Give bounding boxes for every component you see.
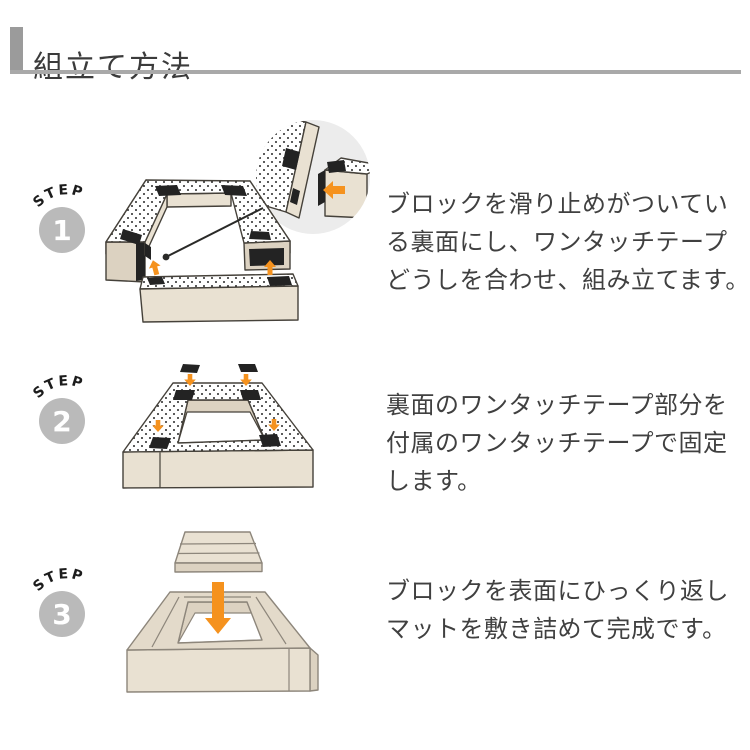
step-number: 3 xyxy=(52,598,71,631)
block-frame xyxy=(105,179,291,283)
header-underline xyxy=(10,70,741,74)
arrow-up-icon xyxy=(148,260,161,276)
step-number: 1 xyxy=(52,214,71,247)
step-number: 2 xyxy=(52,405,71,438)
arrow-left-icon xyxy=(323,181,345,199)
mat xyxy=(174,531,263,573)
loose-tape-pieces xyxy=(180,364,258,373)
step-2-illustration xyxy=(122,364,314,489)
page-title: 組立て方法 xyxy=(33,51,193,85)
step-label: STEP xyxy=(30,182,86,211)
front-block xyxy=(139,273,299,323)
step-number-circle xyxy=(39,398,85,444)
step-1-badge: STEP 1 xyxy=(24,176,102,256)
header-accent-bar xyxy=(10,27,23,74)
arrow-up-icon xyxy=(264,260,276,275)
step-1-illustration xyxy=(105,120,370,323)
step-3-illustration xyxy=(126,531,319,693)
arrow-down-icon xyxy=(152,420,164,432)
step-2-badge: STEP 2 xyxy=(24,367,102,447)
step-label: STEP xyxy=(30,373,86,402)
step-1-description: ブロックを滑り止めがついてい る裏面にし、ワンタッチテープ どうしを合わせ、組み… xyxy=(386,191,750,294)
arrow-down-icon xyxy=(205,582,231,634)
step-2-description: 裏面のワンタッチテープ部分を 付属のワンタッチテープで固定 します。 xyxy=(386,392,728,495)
step-label: STEP xyxy=(30,566,86,595)
step-number-circle xyxy=(39,207,85,253)
step-3-description: ブロックを表面にひっくり返し マットを敷き詰めて完成です。 xyxy=(386,578,729,643)
callout-leader-line xyxy=(165,207,264,258)
callout-leader-dot xyxy=(162,253,170,261)
arrow-down-icon xyxy=(268,419,280,431)
step-3-badge: STEP 3 xyxy=(24,560,102,640)
arrow-down-icon xyxy=(184,374,196,386)
flipped-frame-front-side xyxy=(126,591,319,693)
assembled-frame-back-side xyxy=(122,382,314,489)
step-number-circle xyxy=(39,591,85,637)
arrow-down-icon xyxy=(240,374,252,386)
